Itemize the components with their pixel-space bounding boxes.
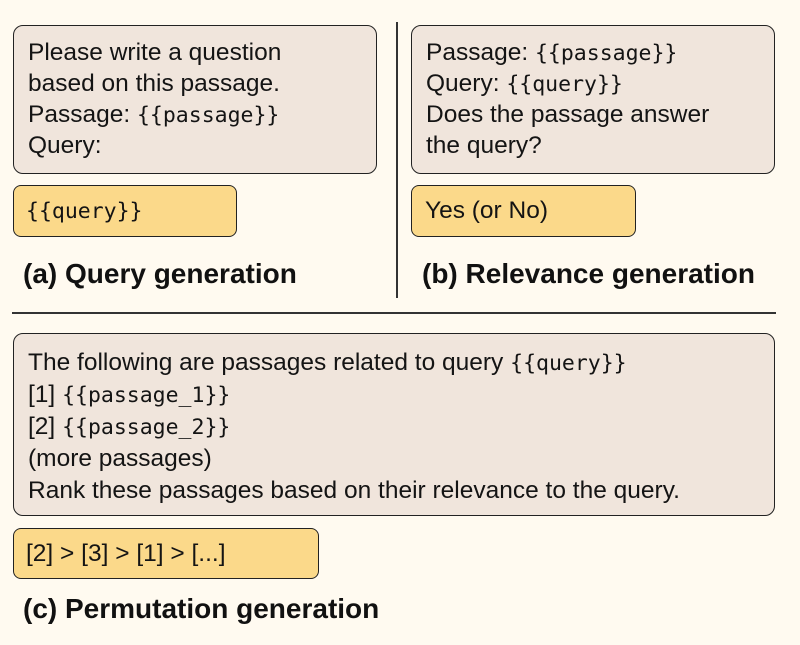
caption-permutation-generation: (c) Permutation generation [23,593,380,624]
prompt-label: Passage: [426,39,529,66]
prompt-line: the query? [426,130,542,162]
template-variable: {{passage_1}} [62,383,231,408]
template-variable: {{passage}} [136,103,280,128]
output-text: [2] > [3] > [1] > [...] [26,540,226,567]
output-line: Yes (or No) [425,195,548,227]
prompt-text: the query? [426,132,542,159]
template-variable: {{passage_2}} [62,415,231,440]
prompt-text: (more passages) [28,445,212,472]
template-variable: {{query}} [26,199,143,224]
query-generation-prompt-box: Please write a question based on this pa… [13,25,377,174]
prompt-line: Query: [28,130,102,162]
prompt-label: [2] [28,413,56,440]
prompt-line: Query: {{query}} [426,68,623,101]
relevance-generation-prompt-box: Passage: {{passage}} Query: {{query}} Do… [411,25,775,174]
prompt-text: Query: [28,132,102,159]
prompt-text: Rank these passages based on their relev… [28,477,680,504]
horizontal-divider [12,312,776,314]
prompt-label: [1] [28,381,56,408]
prompt-label: The following are passages related to qu… [28,349,504,376]
template-variable: {{query}} [510,351,627,376]
prompt-label: Query: [426,70,500,97]
output-text: Yes (or No) [425,197,549,224]
prompt-text: Does the passage answer [426,101,710,128]
prompt-text: based on this passage. [28,70,280,97]
template-variable: {{passage}} [534,41,678,66]
prompt-text: Please write a question [28,39,282,66]
vertical-divider [396,22,398,298]
prompt-line: Passage: {{passage}} [28,99,279,132]
prompt-line: based on this passage. [28,68,280,100]
prompt-label: Passage: [28,101,131,128]
query-generation-output-box: {{query}} [13,185,237,237]
caption-relevance-generation: (b) Relevance generation [422,258,755,289]
permutation-generation-prompt-box: The following are passages related to qu… [13,333,775,516]
caption-query-generation: (a) Query generation [23,258,297,289]
prompt-line: Does the passage answer [426,99,709,131]
prompt-line: Rank these passages based on their relev… [28,475,680,507]
prompt-line: [2] {{passage_2}} [28,411,230,444]
prompt-line: Passage: {{passage}} [426,37,677,70]
prompt-line: [1] {{passage_1}} [28,379,230,412]
prompt-line: (more passages) [28,443,212,475]
output-line: [2] > [3] > [1] > [...] [26,538,226,570]
template-variable: {{query}} [506,72,623,97]
relevance-generation-output-box: Yes (or No) [411,185,636,237]
permutation-generation-output-box: [2] > [3] > [1] > [...] [13,528,319,579]
prompt-line: The following are passages related to qu… [28,347,627,380]
prompt-line: Please write a question [28,37,281,69]
output-line: {{query}} [26,195,143,228]
